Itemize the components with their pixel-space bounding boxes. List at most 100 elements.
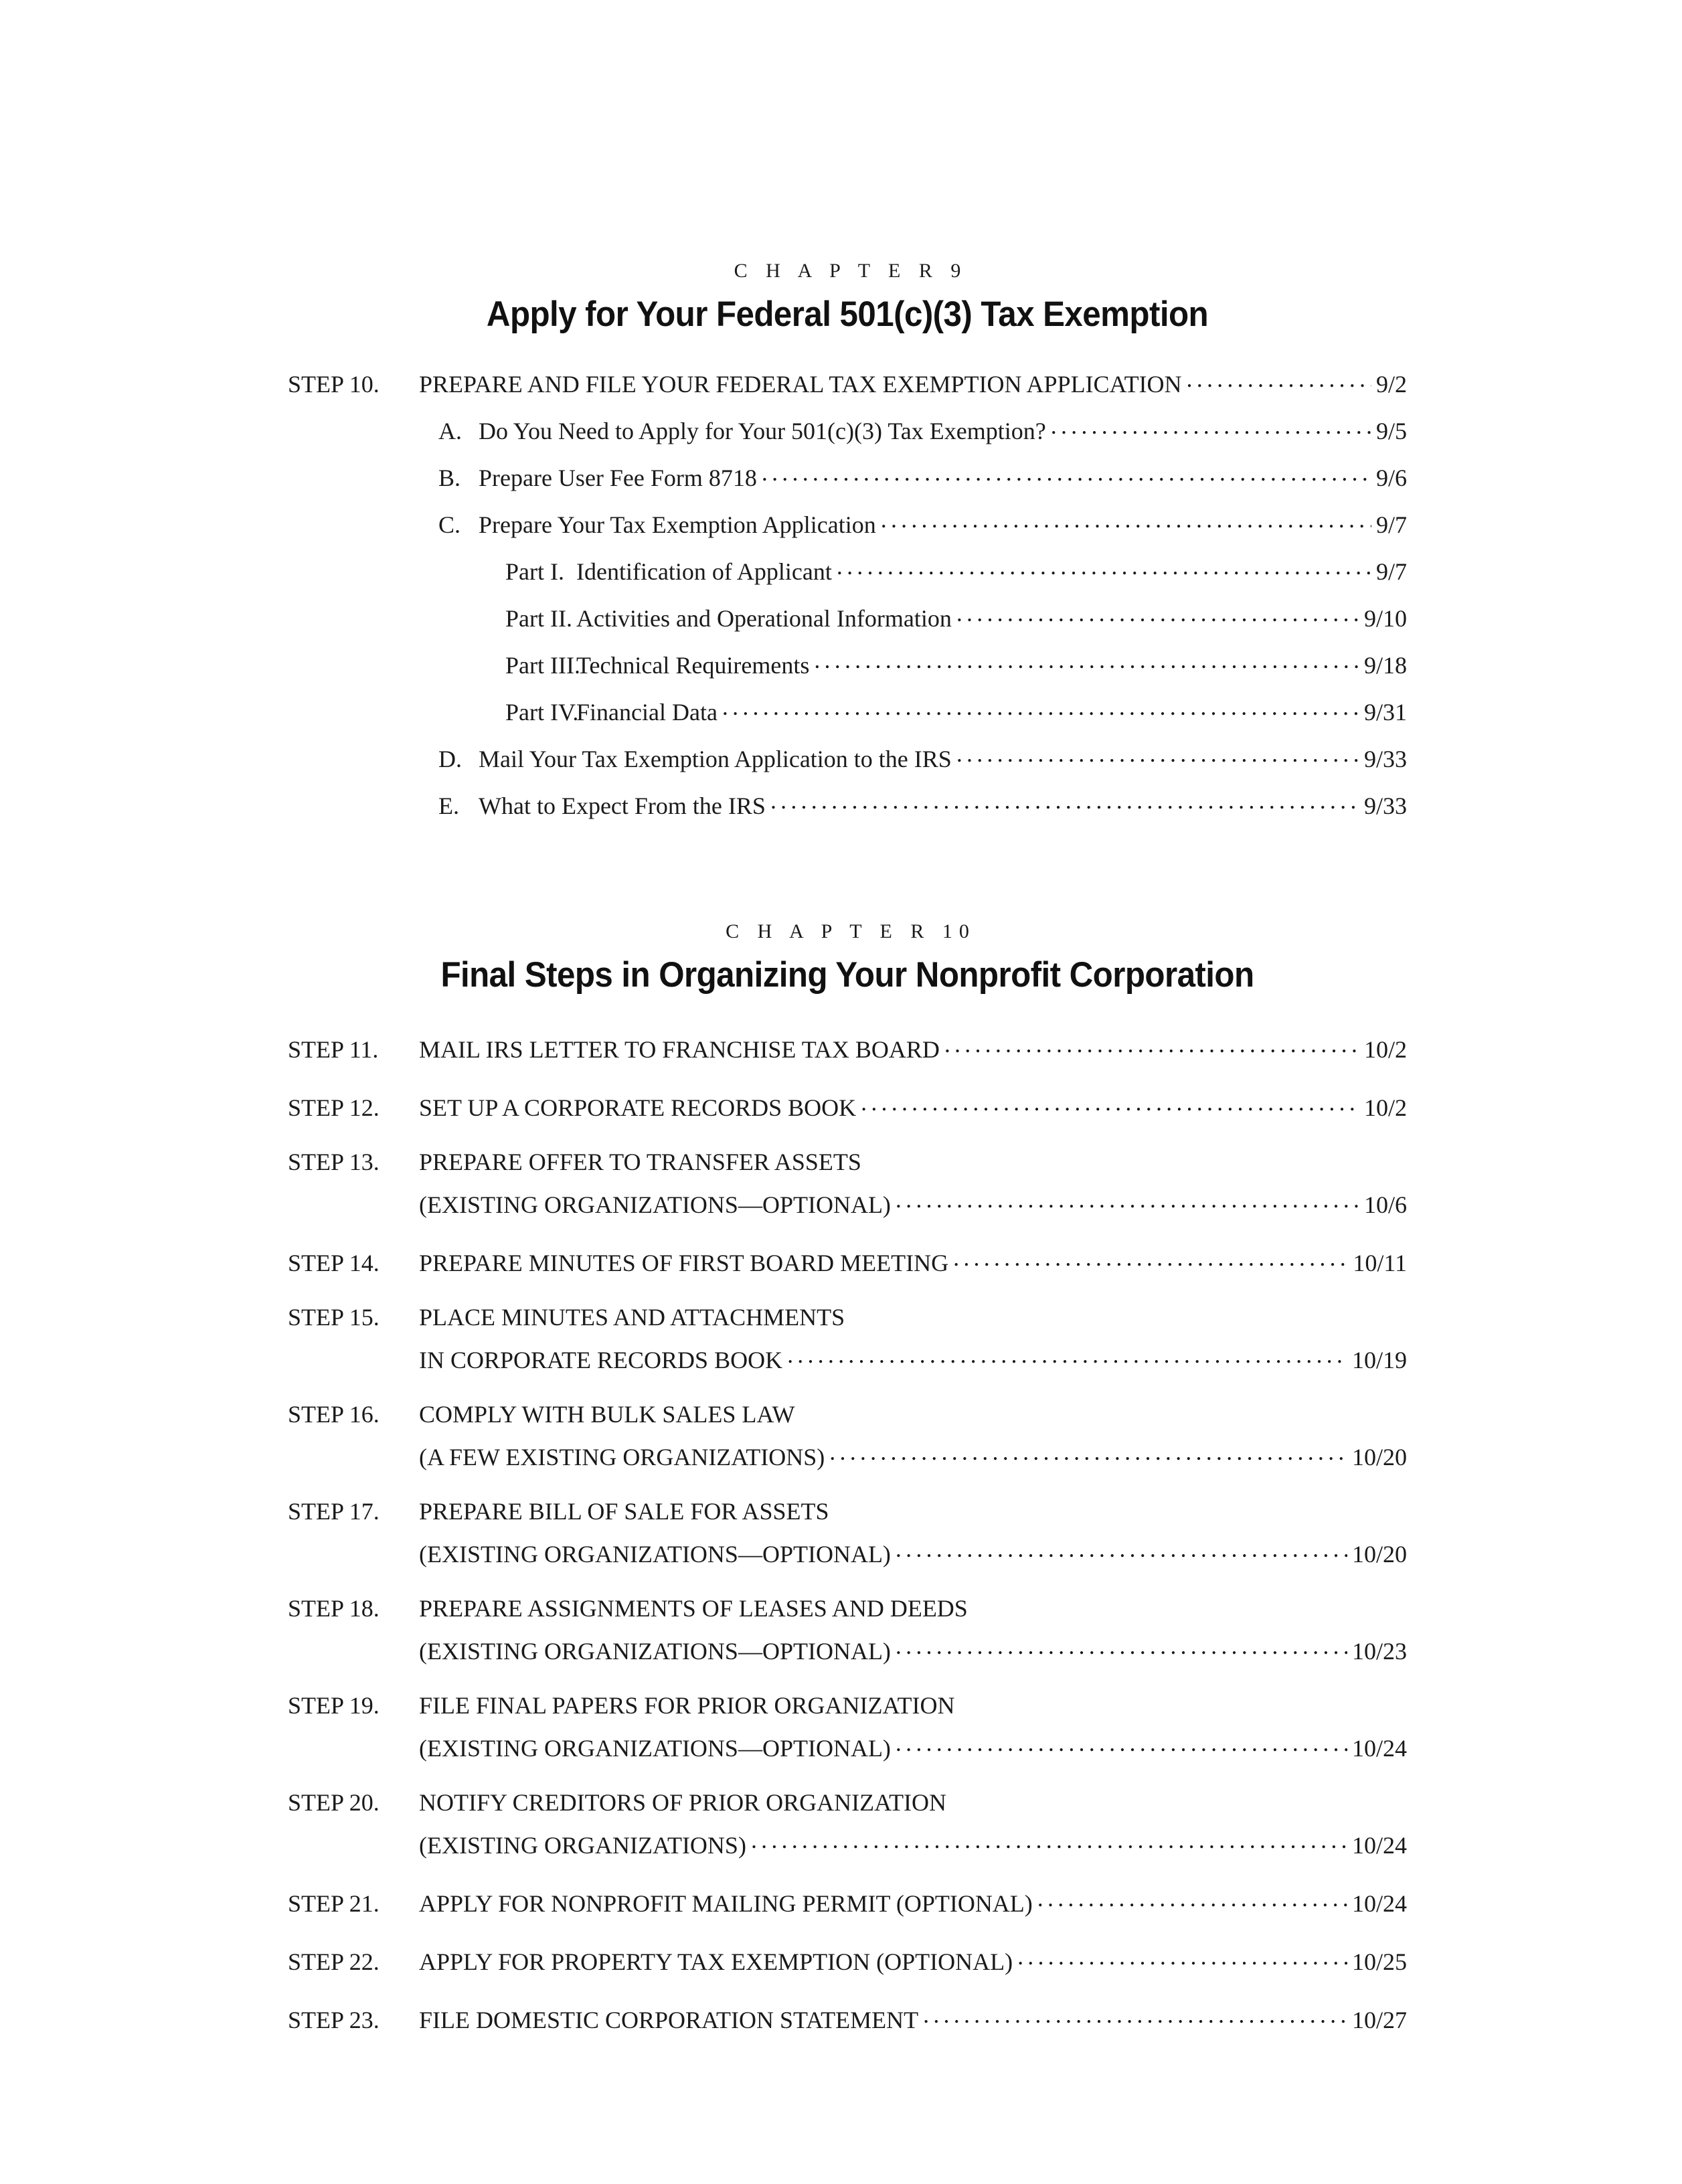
toc-entry-label: Part IV. xyxy=(505,698,579,726)
toc-entry-label: STEP 17. xyxy=(288,1498,380,1525)
toc-entry-title: APPLY FOR PROPERTY TAX EXEMPTION (OPTION… xyxy=(419,1948,1013,1976)
toc-entry-title: (EXISTING ORGANIZATIONS) xyxy=(419,1832,746,1859)
toc-entry-row[interactable]: STEP 19. FILE FINAL PAPERS FOR PRIOR ORGA… xyxy=(288,1693,1407,1717)
toc-entry-title: Prepare User Fee Form 8718 xyxy=(479,464,757,491)
toc-entry-label: STEP 18. xyxy=(288,1595,380,1622)
toc-entry-title: (A FEW EXISTING ORGANIZATIONS) xyxy=(419,1444,825,1471)
chapter-9-header: C H A P T E R 9 Apply for Your Federal 5… xyxy=(288,261,1407,333)
dot-leader xyxy=(751,1829,1347,1853)
spacer xyxy=(288,333,1407,368)
toc-entry-page-number: 10/25 xyxy=(1351,1948,1407,1976)
dot-leader xyxy=(814,649,1359,673)
toc-entry-title: Technical Requirements xyxy=(576,651,810,679)
toc-entry-page-number: 9/10 xyxy=(1363,604,1407,632)
toc-entry-row[interactable]: (EXISTING ORGANIZATIONS—OPTIONAL) 10/6 xyxy=(288,1189,1407,1217)
toc-entry-title: FILE FINAL PAPERS FOR PRIOR ORGANIZATION xyxy=(419,1692,955,1719)
toc-entry-row[interactable]: STEP 11.MAIL IRS LETTER TO FRANCHISE TAX… xyxy=(288,1033,1407,1062)
chapter-9-entry-list: STEP 10. PREPARE AND FILE YOUR FEDERAL TA… xyxy=(288,368,1407,818)
toc-entry-page-number: 10/20 xyxy=(1351,1541,1407,1568)
toc-entry-row[interactable]: E.What to Expect From the IRS9/33 xyxy=(288,790,1407,818)
dot-leader xyxy=(896,1189,1359,1213)
toc-entry-title: PLACE MINUTES AND ATTACHMENTS xyxy=(419,1304,845,1331)
toc-entry-row[interactable]: STEP 18.PREPARE ASSIGNMENTS OF LEASES AN… xyxy=(288,1596,1407,1620)
toc-entry-page-number: 10/2 xyxy=(1363,1036,1407,1064)
dot-leader xyxy=(1037,1887,1347,1912)
toc-entry-title: MAIL IRS LETTER TO FRANCHISE TAX BOARD xyxy=(419,1036,940,1064)
toc-entry-page-number: 9/6 xyxy=(1375,464,1407,491)
toc-entry-page-number: 10/24 xyxy=(1351,1832,1407,1859)
toc-entry-row[interactable]: STEP 12.SET UP A CORPORATE RECORDS BOOK1… xyxy=(288,1092,1407,1120)
toc-entry-row[interactable]: STEP 17.PREPARE BILL OF SALE FOR ASSETS xyxy=(288,1499,1407,1523)
toc-entry-page-number: 9/33 xyxy=(1363,792,1407,819)
toc-entry-label: STEP 21. xyxy=(288,1890,380,1918)
toc-content: C H A P T E R 9 Apply for Your Federal 5… xyxy=(288,261,1407,2033)
toc-entry-row[interactable]: STEP 16.COMPLY WITH BULK SALES LAW xyxy=(288,1402,1407,1426)
spacer xyxy=(288,818,1407,922)
toc-entry-label: STEP 14. xyxy=(288,1250,380,1277)
toc-entry-row[interactable]: (EXISTING ORGANIZATIONS—OPTIONAL) 10/20 xyxy=(288,1538,1407,1566)
toc-entry-row[interactable]: B.Prepare User Fee Form 87189/6 xyxy=(288,462,1407,490)
dot-leader xyxy=(1187,368,1371,392)
toc-entry-label: STEP 23. xyxy=(288,2007,380,2034)
toc-entry-row[interactable]: A.Do You Need to Apply for Your 501(c)(3… xyxy=(288,415,1407,443)
dot-leader xyxy=(956,743,1359,767)
toc-entry-row[interactable]: STEP 20. NOTIFY CREDITORS OF PRIOR ORGANI… xyxy=(288,1790,1407,1815)
chapter-10-header: C H A P T E R 10 Final Steps in Organizi… xyxy=(288,921,1407,995)
dot-leader xyxy=(896,1635,1347,1659)
toc-entry-label: A. xyxy=(438,417,462,444)
toc-entry-title: APPLY FOR NONPROFIT MAILING PERMIT (OPTI… xyxy=(419,1890,1033,1918)
toc-entry-row[interactable]: (A FEW EXISTING ORGANIZATIONS) 10/20 xyxy=(288,1441,1407,1469)
toc-entry-page-number: 10/24 xyxy=(1351,1890,1407,1918)
toc-entry-page-number: 10/23 xyxy=(1351,1638,1407,1665)
toc-entry-row[interactable]: STEP 15. PLACE MINUTES AND ATTACHMENTS xyxy=(288,1305,1407,1329)
toc-entry-title: NOTIFY CREDITORS OF PRIOR ORGANIZATION xyxy=(419,1789,947,1817)
toc-entry-page-number: 9/5 xyxy=(1375,417,1407,444)
chapter-9-title: Apply for Your Federal 501(c)(3) Tax Exe… xyxy=(486,295,1209,334)
toc-entry-row[interactable]: (EXISTING ORGANIZATIONS—OPTIONAL)10/23 xyxy=(288,1635,1407,1663)
toc-entry-label: STEP 10. xyxy=(288,370,380,398)
toc-entry-row[interactable]: STEP 10. PREPARE AND FILE YOUR FEDERAL TA… xyxy=(288,368,1407,396)
toc-entry-row[interactable]: Part IV.Financial Data9/31 xyxy=(288,696,1407,724)
toc-entry-page-number: 10/2 xyxy=(1363,1094,1407,1122)
toc-entry-row[interactable]: STEP 23. FILE DOMESTIC CORPORATION STATEM… xyxy=(288,2004,1407,2032)
toc-entry-row[interactable]: (EXISTING ORGANIZATIONS—OPTIONAL)10/24 xyxy=(288,1732,1407,1760)
toc-entry-label: D. xyxy=(438,745,462,772)
dot-leader xyxy=(861,1092,1359,1116)
toc-entry-label: STEP 13. xyxy=(288,1149,380,1176)
toc-entry-row[interactable]: STEP 13.PREPARE OFFER TO TRANSFER ASSETS xyxy=(288,1150,1407,1174)
toc-entry-page-number: 10/20 xyxy=(1351,1444,1407,1471)
dot-leader xyxy=(1051,415,1371,439)
toc-entry-page-number: 10/6 xyxy=(1363,1191,1407,1219)
toc-entry-page-number: 9/31 xyxy=(1363,698,1407,726)
toc-entry-page-number: 10/24 xyxy=(1351,1735,1407,1762)
toc-entry-label: STEP 15. xyxy=(288,1304,380,1331)
toc-entry-page-number: 9/7 xyxy=(1375,558,1407,585)
toc-entry-row[interactable]: D.Mail Your Tax Exemption Application to… xyxy=(288,743,1407,771)
toc-entry-label: STEP 20. xyxy=(288,1789,380,1817)
dot-leader xyxy=(944,1033,1359,1058)
toc-entry-row[interactable]: Part II.Activities and Operational Infor… xyxy=(288,602,1407,631)
dot-leader xyxy=(1017,1946,1347,1970)
toc-entry-label: STEP 19. xyxy=(288,1692,380,1719)
toc-entry-title: (EXISTING ORGANIZATIONS—OPTIONAL) xyxy=(419,1191,891,1219)
toc-entry-row[interactable]: STEP 22.APPLY FOR PROPERTY TAX EXEMPTION… xyxy=(288,1946,1407,1974)
toc-entry-row[interactable]: STEP 21. APPLY FOR NONPROFIT MAILING PERM… xyxy=(288,1887,1407,1916)
toc-entry-page-number: 10/19 xyxy=(1351,1347,1407,1374)
toc-entry-title: Identification of Applicant xyxy=(576,558,832,585)
toc-entry-row[interactable]: IN CORPORATE RECORDS BOOK10/19 xyxy=(288,1344,1407,1372)
toc-entry-title: What to Expect From the IRS xyxy=(479,792,766,819)
toc-entry-label: Part II. xyxy=(505,604,572,632)
toc-entry-title: FILE DOMESTIC CORPORATION STATEMENT xyxy=(419,2007,919,2034)
toc-entry-title: Activities and Operational Information xyxy=(576,604,952,632)
toc-entry-row[interactable]: Part I.Identification of Applicant9/7 xyxy=(288,556,1407,584)
toc-entry-title: (EXISTING ORGANIZATIONS—OPTIONAL) xyxy=(419,1541,891,1568)
toc-entry-title: COMPLY WITH BULK SALES LAW xyxy=(419,1401,795,1428)
chapter-10-title: Final Steps in Organizing Your Nonprofit… xyxy=(440,954,1254,995)
toc-entry-title: PREPARE AND FILE YOUR FEDERAL TAX EXEMPT… xyxy=(419,370,1182,398)
toc-entry-row[interactable]: Part III.Technical Requirements9/18 xyxy=(288,649,1407,677)
toc-entry-row[interactable]: (EXISTING ORGANIZATIONS) 10/24 xyxy=(288,1829,1407,1857)
toc-entry-row[interactable]: C.Prepare Your Tax Exemption Application… xyxy=(288,509,1407,537)
toc-entry-row[interactable]: STEP 14.PREPARE MINUTES OF FIRST BOARD M… xyxy=(288,1247,1407,1275)
dot-leader xyxy=(837,556,1371,580)
